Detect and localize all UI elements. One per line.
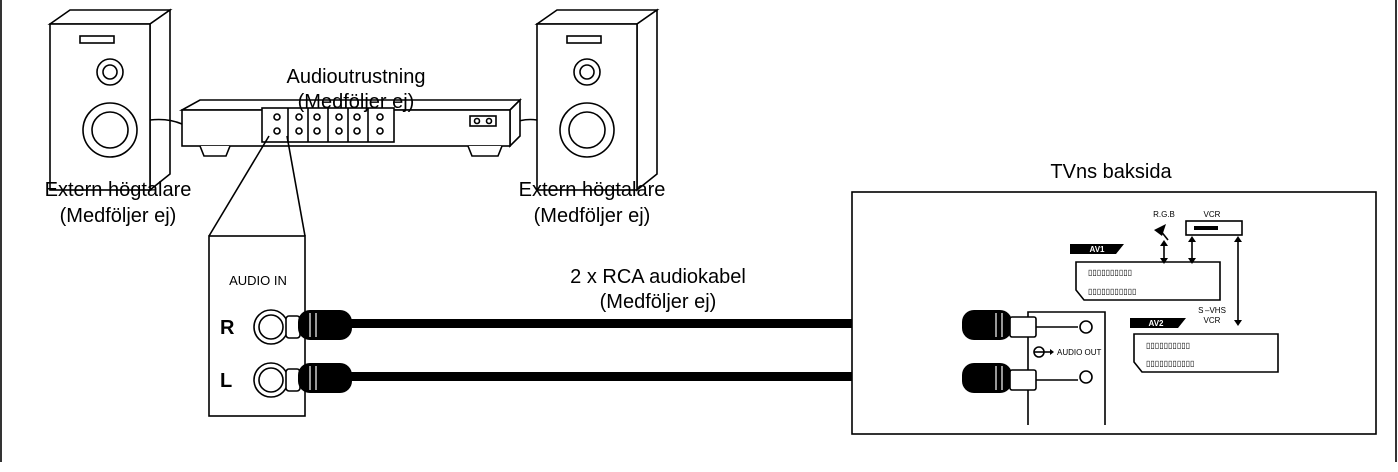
rca-plug-in-l xyxy=(285,363,352,393)
zoom-line-left xyxy=(208,135,270,237)
rca-plug-in-r xyxy=(285,310,352,340)
rca-cable-left xyxy=(350,372,965,381)
audio-out-symbol xyxy=(1033,346,1054,358)
vcr-bottom-label: VCR xyxy=(1204,316,1221,325)
tv-back-label: TVns baksida xyxy=(1050,161,1172,183)
tv-back-panel xyxy=(851,191,1377,435)
svg-text:▯▯▯▯▯▯▯▯▯▯: ▯▯▯▯▯▯▯▯▯▯ xyxy=(1088,268,1132,277)
audio-out-jack-r xyxy=(1079,320,1093,334)
jack-panel xyxy=(273,108,384,142)
rca-plug-out-r xyxy=(962,310,1078,340)
cable-label: 2 x RCA audiokabel xyxy=(570,266,746,288)
av1-scart-connector: ▯▯▯▯▯▯▯▯▯▯ ▯▯▯▯▯▯▯▯▯▯▯ xyxy=(1070,244,1221,301)
av2-scart-connector: ▯▯▯▯▯▯▯▯▯▯ ▯▯▯▯▯▯▯▯▯▯▯ xyxy=(1130,318,1279,373)
audio-equipment-label: Audioutrustning xyxy=(287,66,426,88)
rca-plug-out-l xyxy=(962,363,1078,393)
signal-arrows xyxy=(1160,236,1242,326)
rca-cable-right xyxy=(350,319,965,328)
svg-text:▯▯▯▯▯▯▯▯▯▯▯: ▯▯▯▯▯▯▯▯▯▯▯ xyxy=(1146,359,1194,368)
zoom-line-right xyxy=(286,135,306,237)
audio-equipment-note: (Medföljer ej) xyxy=(298,91,415,113)
speaker-left-note: (Medföljer ej) xyxy=(60,205,177,227)
right-speaker xyxy=(534,8,660,192)
speaker-right-label: Extern högtalare xyxy=(519,179,666,201)
audio-equipment xyxy=(178,98,522,157)
speaker-left-label: Extern högtalare xyxy=(45,179,192,201)
audio-out-jack-l xyxy=(1079,370,1093,384)
rgb-label: R.G.B xyxy=(1153,210,1175,219)
av2-label: AV2 xyxy=(1149,319,1165,328)
left-speaker xyxy=(47,8,173,192)
svg-text:▯▯▯▯▯▯▯▯▯▯▯: ▯▯▯▯▯▯▯▯▯▯▯ xyxy=(1088,287,1136,296)
right-channel-label: R xyxy=(220,317,235,339)
speaker-right-note: (Medföljer ej) xyxy=(534,205,651,227)
cable-note: (Medföljer ej) xyxy=(600,291,717,313)
audio-out-label: AUDIO OUT xyxy=(1057,348,1102,357)
satellite-dish-icon xyxy=(1154,224,1169,241)
svg-text:▯▯▯▯▯▯▯▯▯▯: ▯▯▯▯▯▯▯▯▯▯ xyxy=(1146,341,1190,350)
audio-in-label: AUDIO IN xyxy=(229,273,287,288)
av1-label: AV1 xyxy=(1090,245,1106,254)
svhs-label: S –VHS xyxy=(1198,306,1226,315)
audio-in-jack-r xyxy=(253,309,289,345)
vcr-icon xyxy=(1185,220,1243,236)
audio-in-jack-l xyxy=(253,362,289,398)
audio-out-plate xyxy=(1027,311,1106,425)
left-channel-label: L xyxy=(220,370,232,392)
vcr-top-label: VCR xyxy=(1204,210,1221,219)
speaker-wire-left xyxy=(149,118,183,125)
